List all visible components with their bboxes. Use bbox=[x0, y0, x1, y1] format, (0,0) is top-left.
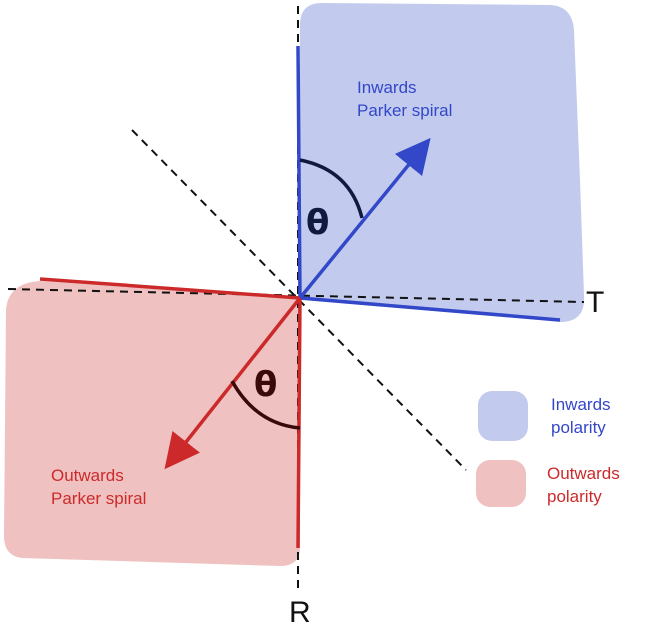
legend-outward-swatch bbox=[476, 460, 526, 507]
inward-theta-symbol: θ bbox=[306, 203, 329, 243]
inward-spiral-label-line1: Inwards bbox=[357, 78, 417, 97]
inward-boundary-horizontal bbox=[299, 296, 561, 322]
outward-theta-symbol: θ bbox=[254, 365, 277, 405]
outward-polarity-region bbox=[4, 281, 300, 566]
outward-spiral-label-line1: Outwards bbox=[51, 466, 124, 485]
outward-spiral-label-line2: Parker spiral bbox=[51, 489, 146, 508]
legend: Inwards polarity Outwards polarity bbox=[476, 391, 620, 507]
r-axis-label: R bbox=[289, 596, 311, 629]
inward-spiral-label-line2: Parker spiral bbox=[357, 101, 452, 120]
inward-spiral-arrow bbox=[298, 137, 431, 300]
legend-inward-label-line2: polarity bbox=[551, 418, 606, 437]
legend-inward-swatch bbox=[478, 391, 528, 441]
outward-boundary-horizontal bbox=[39, 277, 301, 300]
outward-spiral-arrow bbox=[164, 296, 302, 470]
t-axis-line bbox=[7, 288, 585, 303]
outward-boundary-vertical bbox=[296, 297, 302, 549]
legend-inward-label-line1: Inwards bbox=[551, 395, 611, 414]
inward-boundary-vertical bbox=[296, 45, 302, 299]
inward-angle-arc bbox=[299, 158, 364, 219]
outward-angle-arc bbox=[230, 380, 301, 430]
t-axis-label: T bbox=[586, 286, 604, 319]
legend-outward-label-line2: polarity bbox=[547, 487, 602, 506]
inward-polarity-region bbox=[300, 3, 585, 322]
legend-outward-label-line1: Outwards bbox=[547, 464, 620, 483]
